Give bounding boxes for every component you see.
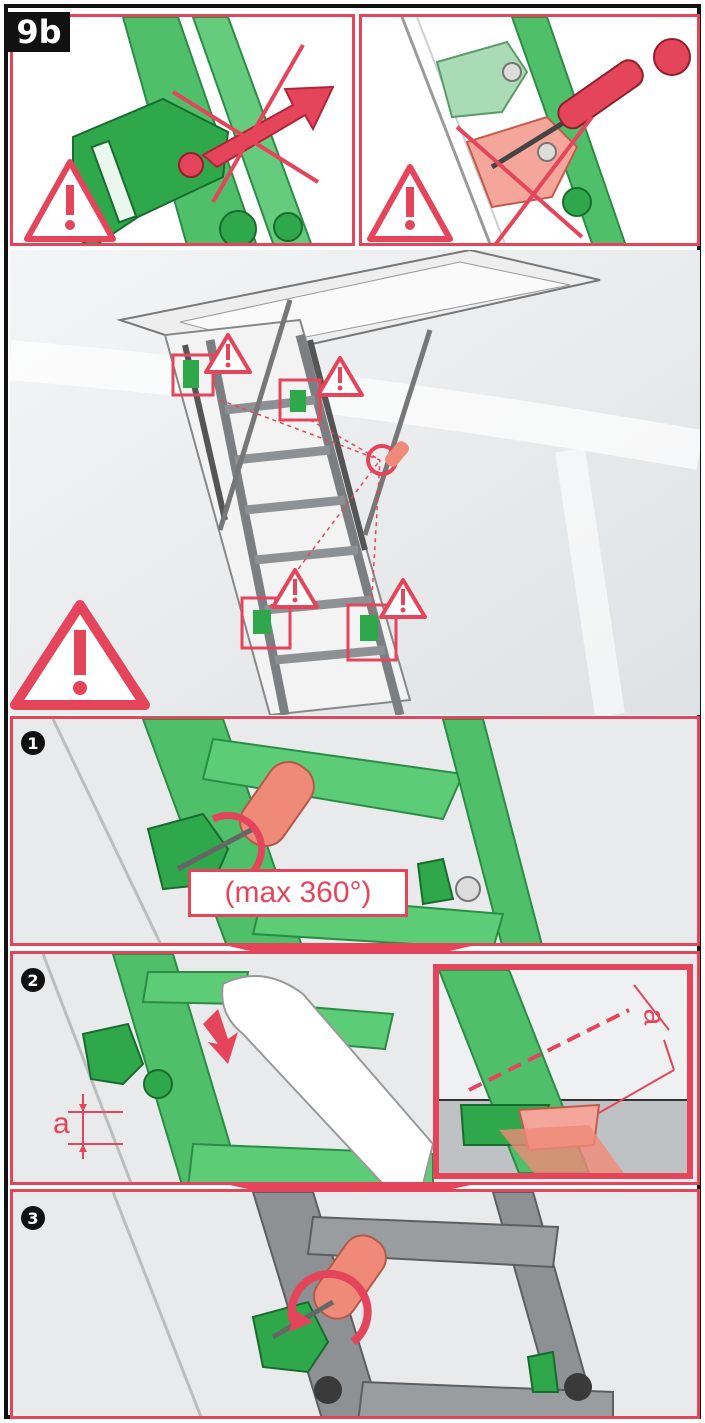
step-1-number: 1	[21, 731, 45, 755]
overview-scene	[10, 250, 700, 715]
down-arrow-icon	[203, 1009, 238, 1064]
top-right-prohibited-panel	[359, 14, 700, 246]
warning-triangle-icon	[367, 164, 453, 242]
step-3-number: 3	[21, 1206, 45, 1230]
rotation-arrow-icon	[366, 441, 409, 476]
warning-triangle-icon	[10, 600, 150, 710]
figure-label: 9b	[8, 12, 70, 52]
step-3-panel: 3	[10, 1189, 700, 1419]
screwdriver-icon	[490, 38, 691, 170]
warning-triangle-icon	[24, 159, 116, 242]
detail-inset: a	[433, 964, 693, 1179]
step-2-number: 2	[21, 968, 45, 992]
max-rotation-label: (max 360°)	[188, 869, 408, 917]
dimension-a-label: a	[53, 1107, 70, 1140]
detail-dimension-a-label: a	[637, 1008, 671, 1026]
step-2-panel: 2 a a	[10, 951, 700, 1185]
step-1-panel: 1 (max 360°)	[10, 716, 700, 946]
top-left-prohibited-panel	[10, 14, 355, 246]
prohibited-cross-icon	[171, 90, 320, 184]
rotation-arrow-icon	[287, 1270, 372, 1346]
